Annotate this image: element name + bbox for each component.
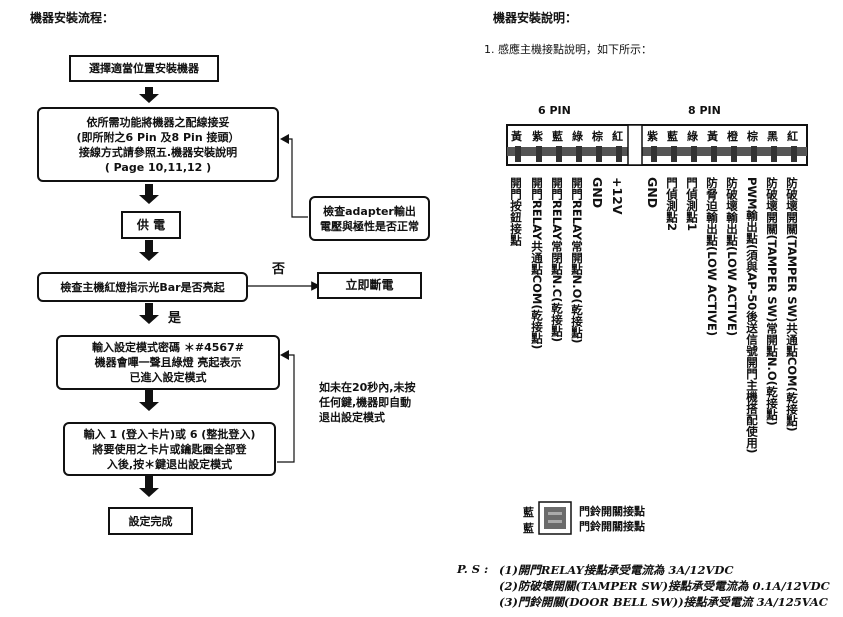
- timeout-connector-line: [277, 354, 295, 463]
- flow-connectors: [139, 87, 379, 497]
- pin-color-labels: 黃 紫 藍 綠 棕 紅 紫 藍 綠 黃 橙 棕 黑 紅: [0, 128, 843, 146]
- flow-step-check-led: 檢查主機紅燈指示光Bar是否亮起: [37, 272, 248, 302]
- pin6-color-4: 綠: [572, 130, 583, 143]
- arrow-down-icon: [139, 303, 159, 324]
- pin-desc-7: GND: [645, 177, 660, 209]
- step-text: 接線方式請參照五.機器安裝說明: [78, 145, 238, 159]
- step-text: 設定完成: [128, 514, 173, 528]
- pin6-color-1: 黃: [511, 130, 522, 143]
- step-text: 選擇適當位置安裝機器: [89, 62, 199, 75]
- pin8-color-2: 藍: [667, 130, 678, 143]
- pin6-color-3: 藍: [552, 130, 563, 143]
- bell-wire-color-1: 藍: [523, 506, 534, 519]
- section-heading: 1. 感應主機接點說明，如下所示：: [484, 43, 652, 56]
- terminal-connector: [506, 124, 808, 166]
- pin-desc-11: 防破壞輸出點(LOW ACTIVE): [725, 177, 739, 337]
- step-text: 輸入 1 (登入卡片)或 6 (整批登入): [83, 427, 256, 441]
- pin8-color-3: 綠: [687, 130, 698, 143]
- step-text: 機器會嗶一聲且綠燈 亮起表示: [94, 356, 242, 369]
- flow-title: 機器安裝流程：: [30, 11, 115, 25]
- step-text: 將要使用之卡片或鑰匙圈全部登: [92, 442, 247, 456]
- arrow-down-icon: [139, 240, 159, 261]
- retry-connector-line: [287, 138, 308, 218]
- step-text: 檢查adapter輸出: [323, 204, 416, 218]
- bell-connector-icon: [538, 501, 572, 535]
- pin6-color-6: 紅: [612, 130, 623, 143]
- retry-arrow-icon: [280, 134, 289, 144]
- flow-step-select-location: 選擇適當位置安裝機器: [69, 55, 219, 82]
- pin6-color-5: 棕: [592, 130, 603, 143]
- pin8-color-1: 紫: [647, 130, 658, 143]
- note-line: 如未在20秒內,未按: [319, 381, 416, 394]
- pin8-label: 8 PIN: [688, 104, 721, 117]
- pin8-color-7: 黑: [767, 130, 778, 143]
- flow-step-wiring: 依所需功能將機器之配線接妥 (即所附之6 Pin 及8 Pin 接頭） 接線方式…: [37, 107, 279, 182]
- pin-desc-2: 開門RELAY共通點COM(乾接點): [530, 177, 544, 350]
- bell-label-1: 門鈴開關接點: [579, 505, 645, 518]
- flow-step-enter-setup: 輸入設定模式密碼 ＊#4567# 機器會嗶一聲且綠燈 亮起表示 已進入設定模式: [56, 335, 280, 390]
- step-text: (即所附之6 Pin 及8 Pin 接頭）: [76, 130, 240, 144]
- pin-desc-8: 門偵測點2: [665, 177, 679, 232]
- bell-label-2: 門鈴開關接點: [579, 520, 645, 533]
- pin8-color-4: 黃: [707, 130, 718, 143]
- ps-line-1: (1)開門RELAY接點承受電流為 3A/12VDC: [499, 563, 734, 577]
- step-text: ( Page 10,11,12 ): [104, 160, 212, 174]
- ps-line-2: (2)防破壞開關(TAMPER SW)接點承受電流為 0.1A/12VDC: [499, 579, 830, 593]
- down-arrows: [139, 87, 379, 497]
- bell-wire-color-2: 藍: [523, 522, 534, 535]
- step-text: 立即斷電: [345, 278, 394, 292]
- pin-desc-13: 防破壞開關(TAMPER SW)常開點N.O(乾接點): [765, 177, 779, 426]
- step-text: 輸入設定模式密碼 ＊#4567#: [92, 341, 244, 354]
- terminal-pins: [515, 146, 797, 162]
- flow-step-check-adapter: 檢查adapter輸出 電壓與極性是否正常: [309, 196, 430, 241]
- flow-step-power: 供 電: [121, 211, 181, 239]
- ps-label: P. S :: [457, 562, 489, 576]
- step-text: 電壓與極性是否正常: [320, 219, 419, 233]
- step-text: 檢查主機紅燈指示光Bar是否亮起: [60, 280, 225, 294]
- arrow-down-icon: [139, 476, 159, 497]
- step-text: 已進入設定模式: [129, 371, 207, 384]
- pin-desc-10: 防脅迫輸出點(LOW ACTIVE): [705, 177, 719, 337]
- step-text: 供 電: [136, 217, 166, 232]
- pin-desc-4: 開門RELAY常開點N.O(乾接點): [570, 177, 584, 344]
- arrow-down-icon: [139, 390, 159, 411]
- arrow-down-icon: [139, 87, 159, 103]
- note-line: 任何鍵,機器即自動: [319, 396, 412, 409]
- timeout-arrow-icon: [280, 350, 289, 360]
- pin-desc-12: PWM輸出點(須與AP-50後送信號開門主機搭配使用): [745, 177, 759, 454]
- timeout-note: 如未在20秒內,未按 任何鍵,機器即自動 退出設定模式: [319, 380, 416, 425]
- pin8-color-6: 棕: [747, 130, 758, 143]
- install-title: 機器安裝說明：: [493, 11, 578, 25]
- flow-step-done: 設定完成: [108, 507, 193, 535]
- no-label: 否: [272, 262, 286, 277]
- pin-desc-1: 開門按鈕接點: [509, 177, 523, 246]
- pin-desc-14: 防破壞開關(TAMPER SW)共通點COM(乾接點): [785, 177, 799, 432]
- pin6-color-2: 紫: [532, 130, 543, 143]
- note-line: 退出設定模式: [319, 411, 385, 424]
- flow-step-register-cards: 輸入 1 (登入卡片)或 6 (整批登入) 將要使用之卡片或鑰匙圈全部登 入後,…: [63, 422, 276, 476]
- arrow-down-icon: [139, 184, 159, 204]
- step-text: 依所需功能將機器之配線接妥: [86, 115, 230, 129]
- pin-desc-5: GND: [590, 177, 605, 209]
- pin-desc-6: +12V: [610, 177, 625, 215]
- connector-gap: [627, 124, 643, 166]
- flow-step-power-off: 立即斷電: [317, 272, 422, 299]
- pin6-label: 6 PIN: [538, 104, 571, 117]
- pin-desc-3: 開門RELAY常閉點N.C(乾接點): [550, 177, 564, 343]
- pin-desc-9: 門偵測點1: [685, 177, 699, 232]
- pin8-color-8: 紅: [787, 130, 798, 143]
- step-text: 入後,按＊鍵退出設定模式: [106, 457, 233, 471]
- pin8-color-5: 橙: [727, 130, 738, 143]
- ps-line-3: (3)門鈴開關(DOOR BELL SW))接點承受電流 3A/125VAC: [499, 595, 828, 609]
- yes-label: 是: [168, 311, 182, 326]
